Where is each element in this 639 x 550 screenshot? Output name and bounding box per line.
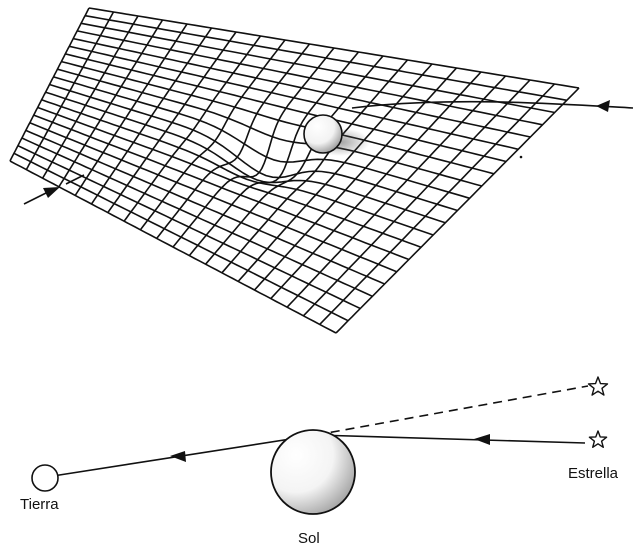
grid-line (286, 75, 507, 308)
outgoing-arrowhead (43, 187, 60, 198)
grid-line (302, 79, 531, 317)
grid-line (33, 114, 410, 261)
incoming-arrowhead (596, 100, 610, 112)
grid-line (21, 137, 373, 298)
light-path-arrow-right (474, 434, 490, 445)
earth (31, 464, 59, 492)
apparent-star-icon (587, 376, 609, 396)
grid-line (335, 87, 580, 334)
grid-line (237, 63, 433, 282)
grid-line (204, 55, 384, 265)
sun-in-well (303, 114, 343, 154)
real-star-icon (588, 430, 608, 448)
grid-line (270, 71, 482, 300)
grid-line (29, 122, 398, 273)
grid-line (221, 59, 409, 274)
grid-line (9, 160, 337, 334)
grid-line (188, 51, 360, 257)
apparent-direction-dashed (315, 385, 589, 436)
speck (519, 155, 523, 159)
grid-line (25, 129, 385, 285)
grid-line (45, 91, 446, 224)
grid-line (17, 144, 361, 310)
grid-line (37, 106, 422, 249)
grid-line (172, 47, 335, 248)
grid-line (253, 67, 458, 291)
grid-line (41, 99, 434, 236)
light-path-arrow-left (170, 451, 186, 462)
star-label: Estrella (568, 465, 619, 482)
spacetime-grid (9, 7, 580, 334)
sun-label: Sol (298, 530, 320, 547)
sun (270, 429, 356, 515)
grid-line (13, 152, 349, 322)
earth-label: Tierra (20, 496, 59, 513)
grid-line (319, 83, 556, 325)
